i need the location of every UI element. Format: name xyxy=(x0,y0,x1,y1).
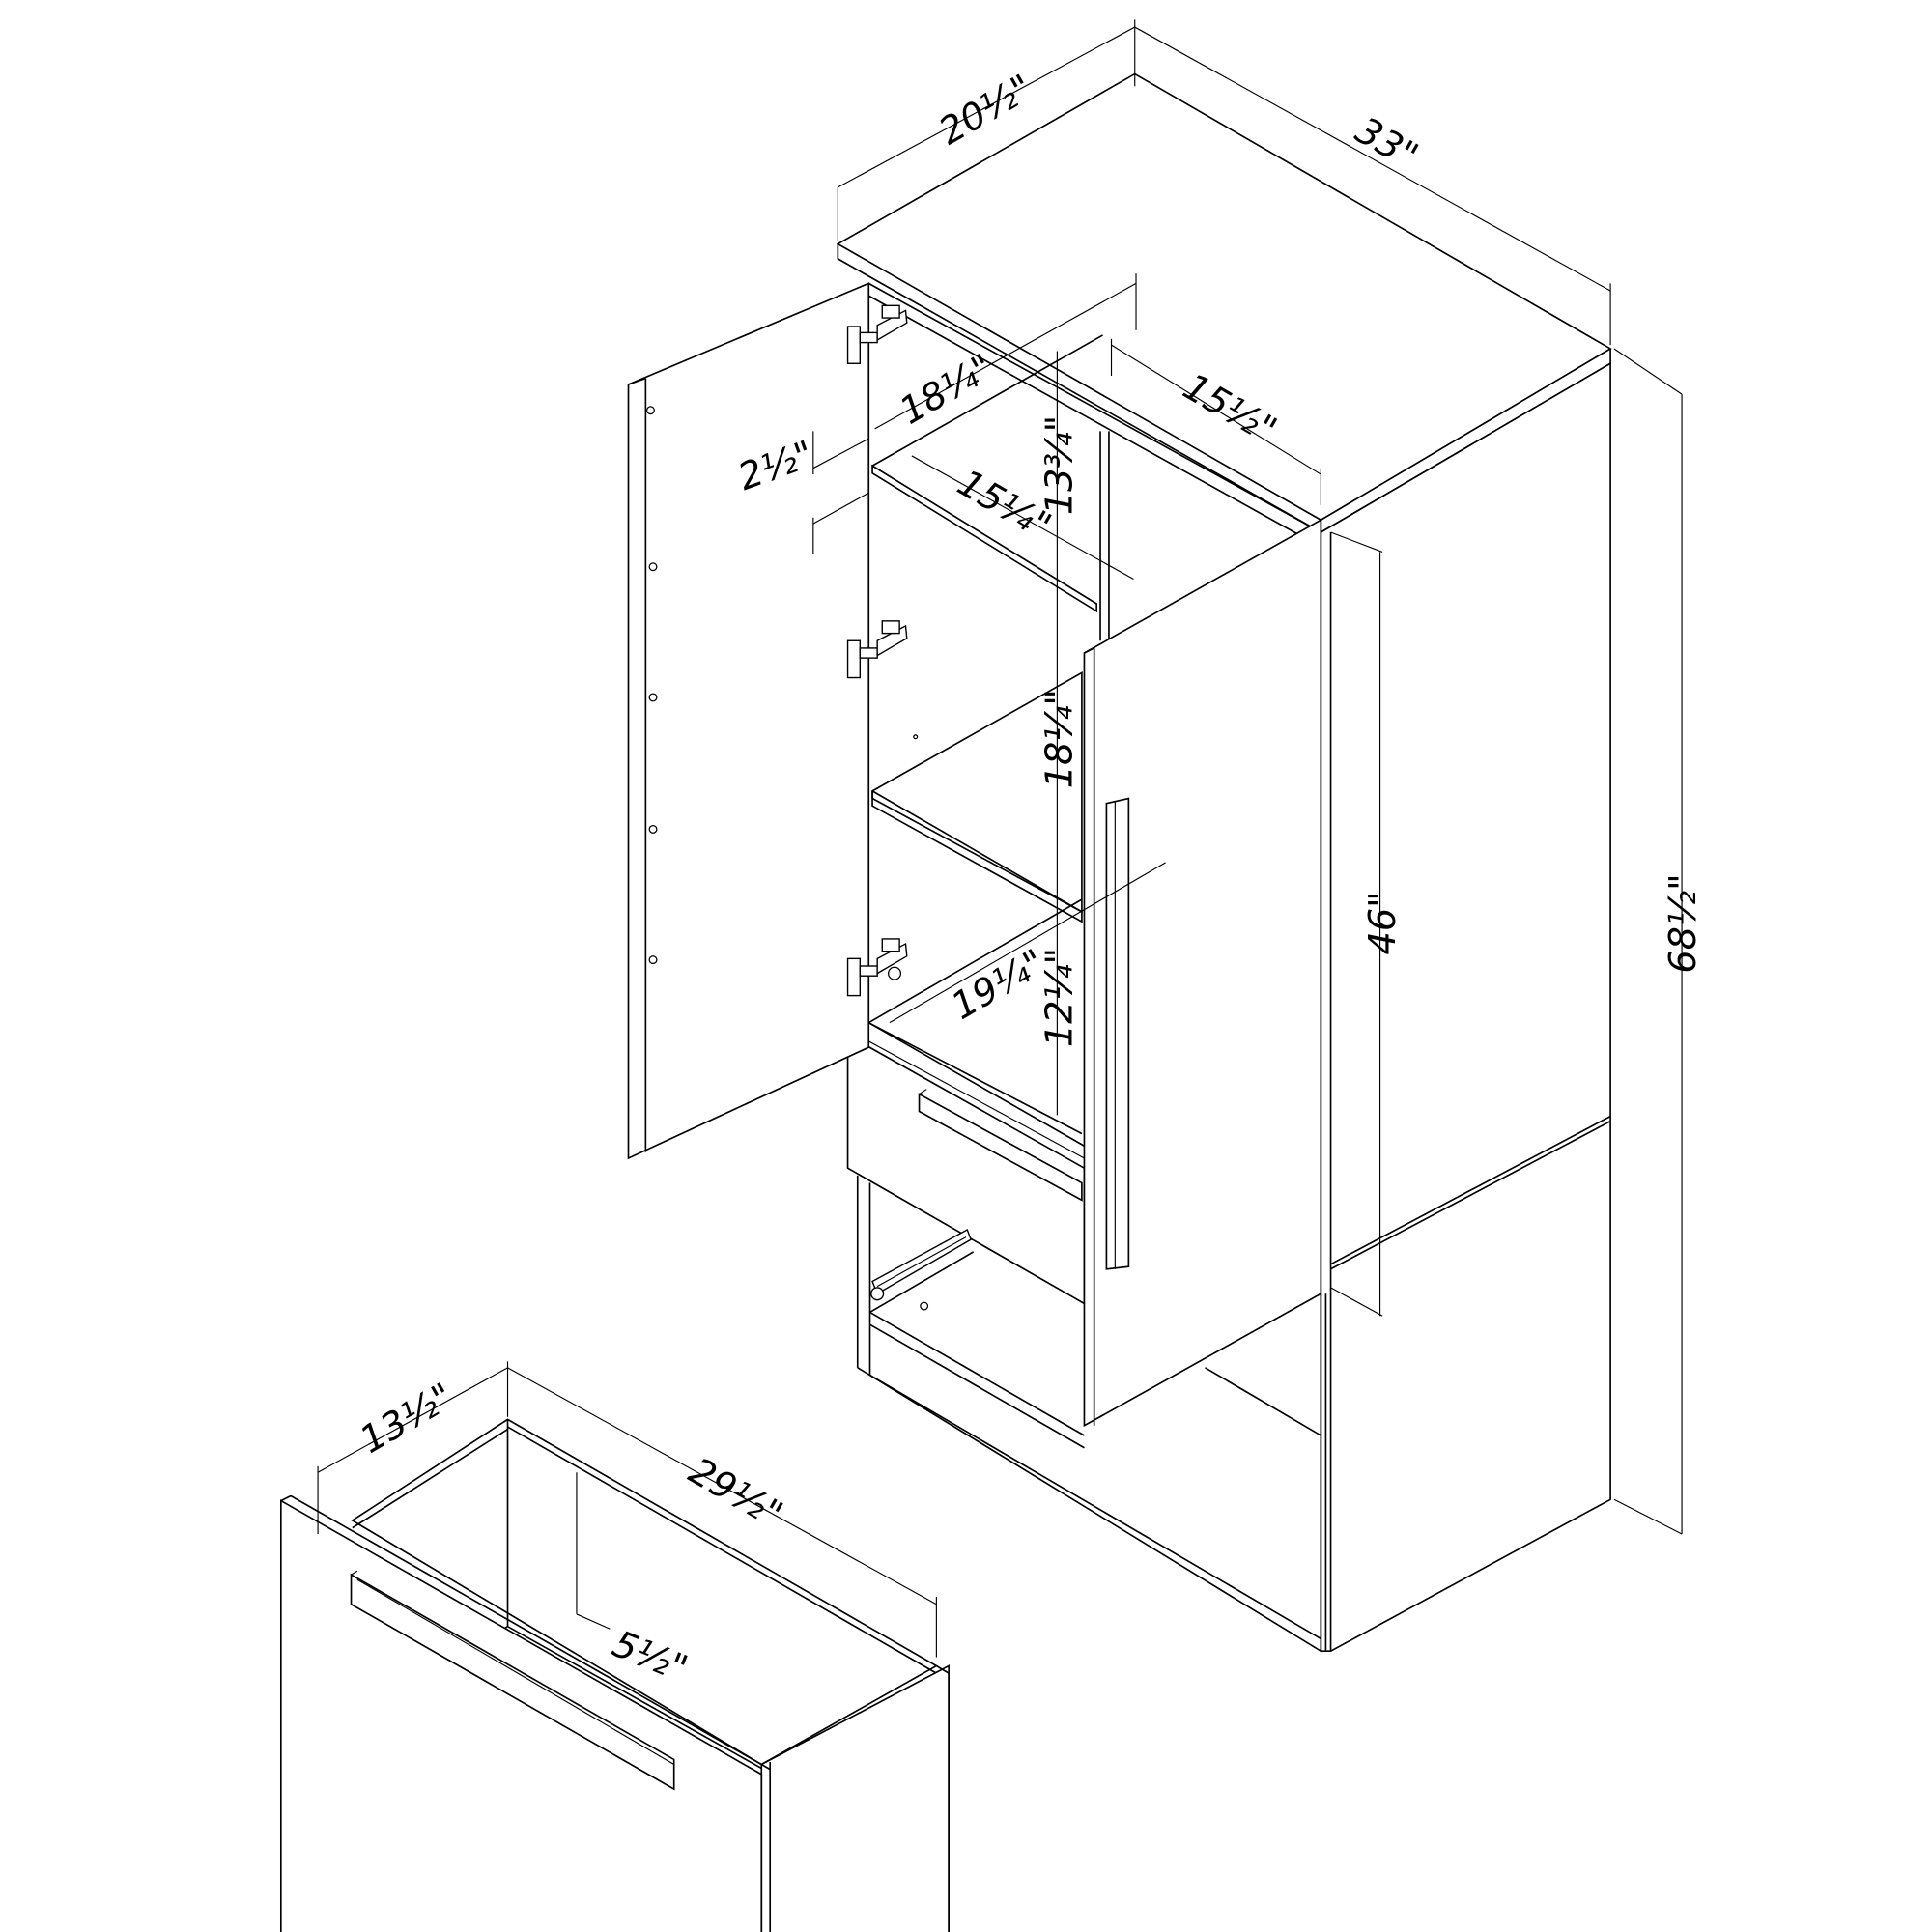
label-middle-compartment-height: 18¼" xyxy=(1038,689,1082,788)
label-drawer-width: 13½" xyxy=(353,1375,461,1463)
top-shelf xyxy=(871,464,1098,613)
drawer-side-panel xyxy=(760,1664,950,1932)
drawer-dimension-lines xyxy=(317,1361,937,1658)
right-door-handle[interactable] xyxy=(1105,797,1130,1270)
left-door[interactable] xyxy=(627,282,870,1160)
right-door[interactable] xyxy=(1083,518,1322,1428)
label-overall-height: 68½" xyxy=(1662,873,1705,973)
hinge-top xyxy=(846,304,908,364)
label-top-compartment-height: 13¾" xyxy=(1038,415,1082,515)
right-side-panel xyxy=(1320,361,1611,1653)
label-lower-compartment-height: 12¼" xyxy=(1038,948,1082,1047)
drawer-handle xyxy=(350,1573,675,1791)
hinge-bottom xyxy=(846,938,908,997)
removed-drawer xyxy=(279,1418,950,1932)
label-interior-depth-top: 18¼" xyxy=(893,346,1001,434)
label-overall-width: 33" xyxy=(1349,109,1426,179)
drawer-slide xyxy=(870,1228,972,1311)
label-door-height: 46" xyxy=(1361,891,1405,954)
hinge-middle xyxy=(846,620,908,679)
dimension-lines xyxy=(812,19,1683,1535)
label-lower-interior-depth: 19¼" xyxy=(944,941,1052,1029)
cabinet xyxy=(627,72,1612,1653)
installed-drawer-handle[interactable] xyxy=(918,1093,1083,1202)
label-drawer-depth: 29½" xyxy=(681,1449,789,1537)
